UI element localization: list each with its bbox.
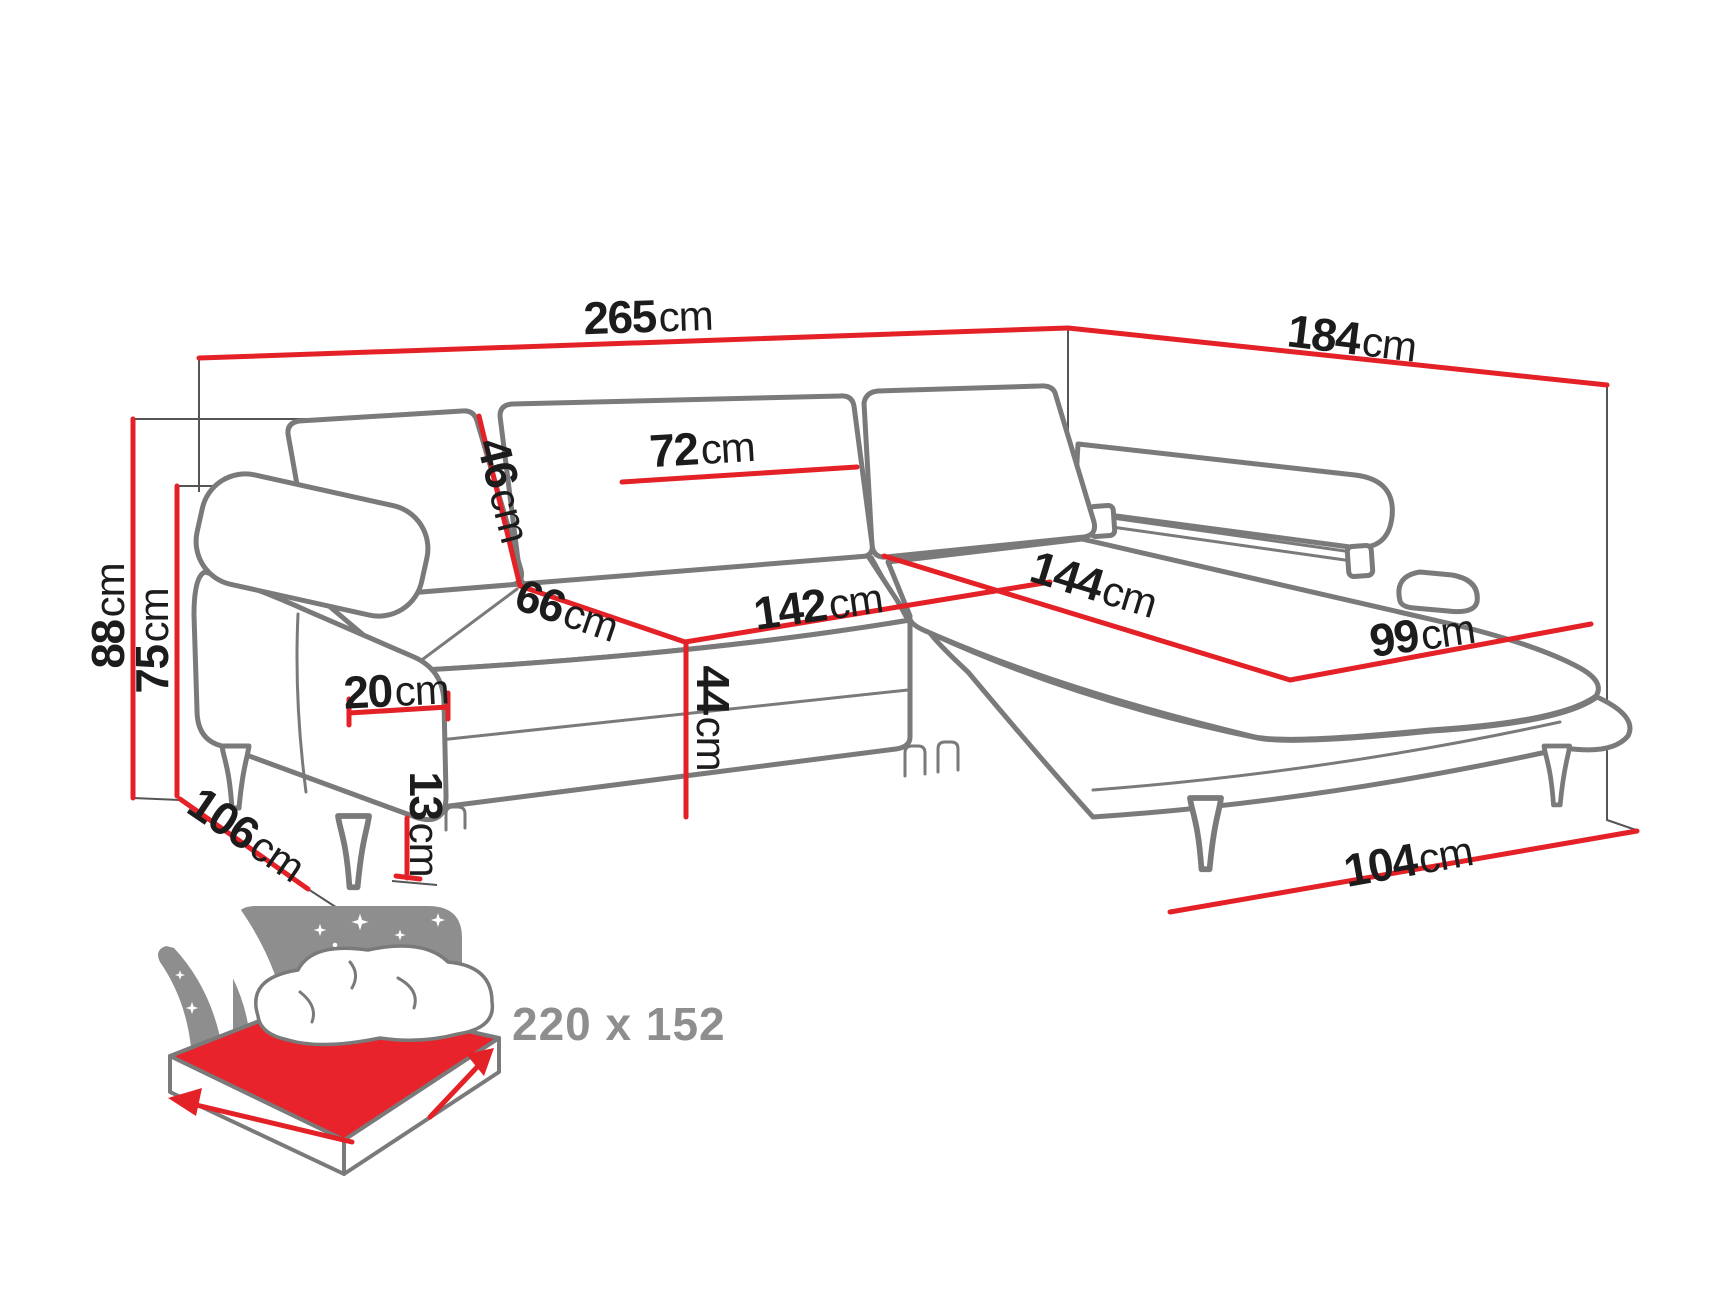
chaise-seat-surface bbox=[885, 536, 1601, 742]
dim-line-back-cushion-width bbox=[619, 464, 860, 485]
dimension-labels: 265cm 184cm 88cm 75cm 46cm 72cm 66cm 142… bbox=[82, 288, 1478, 897]
right-backrest-beam bbox=[1072, 441, 1395, 551]
right-backrest-rail bbox=[1110, 516, 1354, 563]
sofa-leg-chaise-left bbox=[1190, 798, 1221, 869]
bed-pull-hook-center-b bbox=[936, 740, 960, 774]
leg-floor-guide-line bbox=[391, 880, 438, 886]
dim-line-seat-width bbox=[682, 579, 1053, 645]
floor-corner-guide-line bbox=[132, 797, 181, 801]
dim-label-armrest-height: 75cm bbox=[126, 588, 178, 693]
dim-label-chaise-width: 99cm bbox=[1366, 601, 1477, 667]
dim-line-right-depth bbox=[1065, 325, 1610, 388]
dim-line-side-depth bbox=[177, 796, 311, 892]
back-cushion-right bbox=[861, 383, 1097, 560]
sofa-leg-chaise-right bbox=[1544, 746, 1570, 805]
dim-label-seat-width: 142cm bbox=[750, 570, 885, 639]
bed-pull-hook-center-a bbox=[903, 744, 927, 778]
armrest-headrest-cushion bbox=[193, 471, 431, 619]
dim-line-seat-depth bbox=[517, 583, 688, 645]
armrest-body bbox=[191, 569, 449, 822]
left-seat-front-seam bbox=[400, 688, 910, 746]
dim-label-back-cushion-width: 72cm bbox=[648, 419, 756, 477]
bed-width-arrow-shaft bbox=[427, 1061, 483, 1120]
right-wall-corner-line bbox=[1606, 385, 1637, 831]
dim-label-chaise-outer-depth: 104cm bbox=[1340, 823, 1476, 897]
bed-size-label: 220 x 152 bbox=[512, 998, 726, 1050]
dim-label-leg-height: 13cm bbox=[400, 771, 452, 876]
duvet-pillow bbox=[254, 944, 495, 1047]
dim-label-overall-height: 88cm bbox=[82, 563, 134, 668]
dim-line-backrest-height bbox=[476, 413, 523, 589]
dim-line-chaise-width bbox=[1287, 621, 1594, 683]
bed-width-arrow-head bbox=[466, 1048, 494, 1076]
dim-label-right-depth: 184cm bbox=[1285, 304, 1420, 371]
dim-label-seat-height: 44cm bbox=[687, 665, 739, 770]
bed-length-arrow-shaft bbox=[189, 1101, 355, 1145]
rail-bracket-right bbox=[1344, 543, 1376, 579]
armrest-face-seam bbox=[295, 612, 308, 794]
dim-line-chaise-outer-depth bbox=[1167, 828, 1640, 915]
seat-cushion-seam bbox=[405, 587, 519, 673]
dim-label-side-depth: 106cm bbox=[179, 776, 315, 891]
dim-line-leg-height bbox=[393, 815, 423, 882]
dim-line-chaise-length bbox=[881, 553, 1293, 683]
chaise-front-seam bbox=[1091, 720, 1562, 792]
bed-pull-hook-left bbox=[444, 805, 467, 832]
chaise-side-bolster bbox=[1396, 569, 1480, 615]
sofa-leg-left-center bbox=[338, 816, 369, 887]
dim-label-overall-width: 265cm bbox=[583, 288, 714, 344]
sofa-drawing bbox=[191, 383, 1633, 887]
dim-line-armrest-width bbox=[346, 690, 451, 728]
section-divider-seam bbox=[870, 555, 910, 624]
duvet-folds bbox=[298, 960, 417, 1024]
dimension-lines bbox=[130, 325, 1640, 915]
room-outline bbox=[132, 328, 1637, 916]
bed-length-arrow-head bbox=[168, 1088, 202, 1116]
chaise-front-face bbox=[927, 630, 1633, 820]
dim-label-armrest-width: 20cm bbox=[342, 661, 450, 718]
sleeping-function-icon: 220 x 152 bbox=[158, 903, 726, 1176]
dim-line-overall-width bbox=[196, 325, 1071, 361]
